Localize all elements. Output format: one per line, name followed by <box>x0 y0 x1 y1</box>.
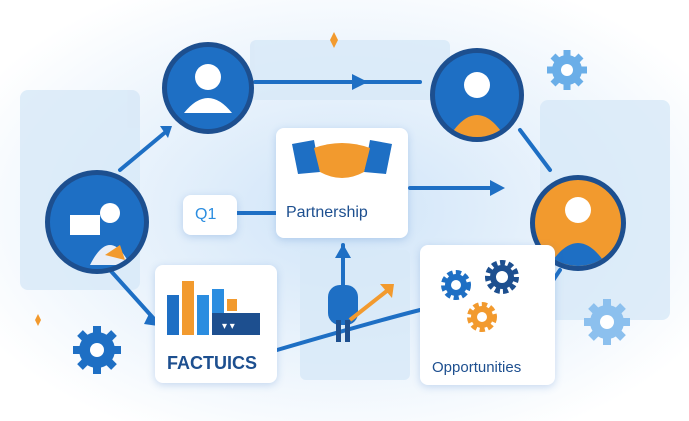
bar-chart-icon: ▾ ▾ <box>167 281 260 335</box>
person-icon <box>549 197 607 266</box>
person-circle-top-left <box>162 42 254 134</box>
person-icon <box>184 64 232 113</box>
person-circle-right <box>530 175 626 271</box>
handshake-icon <box>292 140 392 178</box>
q1-label: Q1 <box>195 206 217 223</box>
gear-icon <box>547 50 587 90</box>
gear-icon <box>584 299 630 345</box>
factuics-label: FACTUICS <box>167 353 257 373</box>
opportunities-card: Opportunities <box>420 245 555 385</box>
partnership-label: Partnership <box>286 204 368 221</box>
opportunities-label: Opportunities <box>432 359 522 376</box>
gear-icon <box>73 326 121 374</box>
gear-icon <box>441 260 519 332</box>
factuics-card: ▾ ▾ FACTUICS <box>155 265 277 383</box>
trend-arrow-icon <box>328 284 394 342</box>
svg-text:▾ ▾: ▾ ▾ <box>222 321 235 332</box>
person-icon <box>449 72 505 137</box>
person-icon <box>70 203 130 265</box>
partnership-card: Partnership <box>276 128 408 238</box>
q1-card: Q1 <box>183 195 237 235</box>
person-circle-top-right <box>430 48 524 142</box>
person-circle-left <box>45 170 149 274</box>
